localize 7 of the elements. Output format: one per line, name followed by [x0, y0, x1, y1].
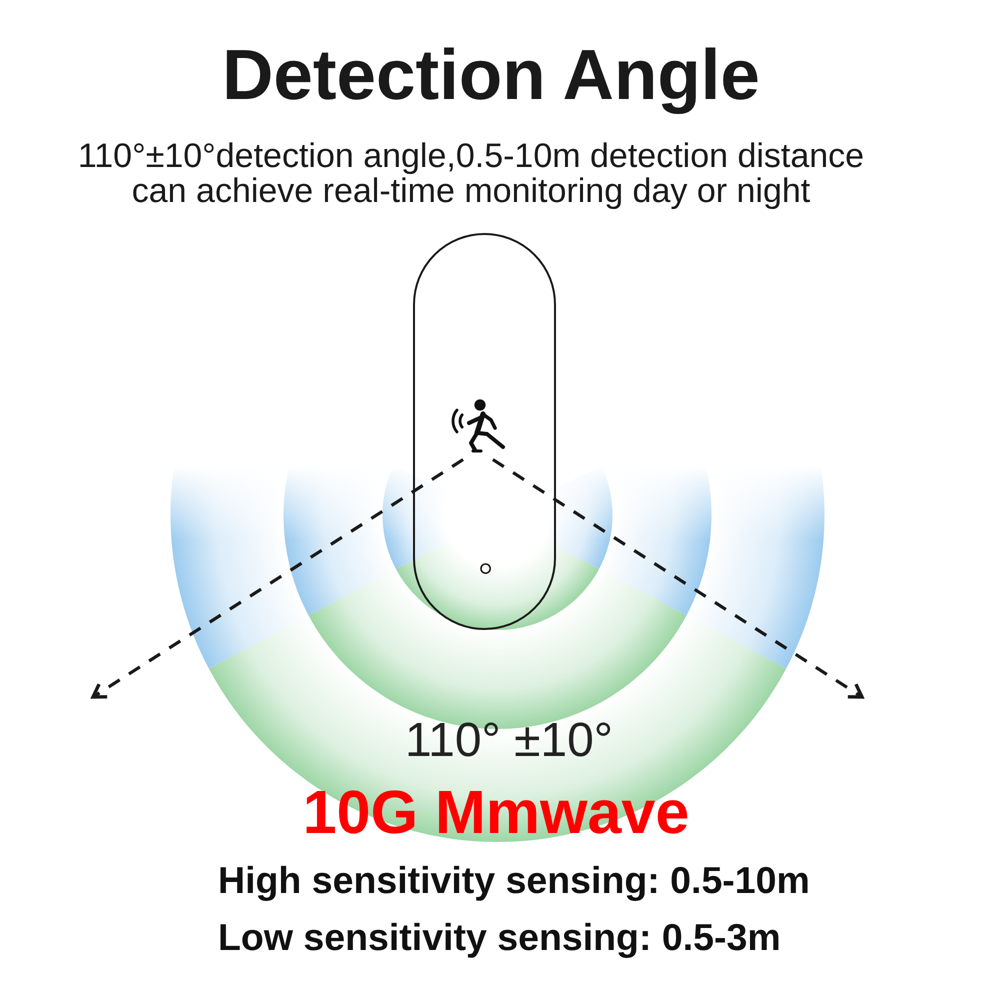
spec-text: High sensitivity sensing: 0.5-10m	[218, 858, 810, 902]
title: Detection Angle	[222, 35, 760, 117]
subtitle: 110°±10°detection angle,0.5-10m detection distance can achieve real-time monitoring day or night	[76, 139, 866, 209]
spec-text: Low sensitivity sensing: 0.5-3m	[218, 916, 781, 959]
device-body	[413, 233, 556, 630]
technology-label: 10G Mmwave	[302, 777, 690, 848]
angle-label: 110° ±10°	[405, 713, 613, 768]
